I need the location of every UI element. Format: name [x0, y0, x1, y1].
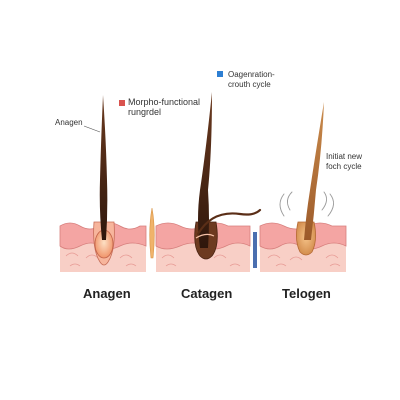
catagen-hair-shaft [198, 92, 212, 248]
catagen-curl [196, 208, 262, 236]
stage-title-anagen: Anagen [83, 286, 131, 301]
divider-bar [253, 232, 257, 268]
anagen-leader-line [83, 125, 101, 133]
legend-morpho-functional: Morpho-functional [128, 97, 201, 107]
telogen-motion-lines [279, 191, 334, 217]
legend-regeneration: Oagenration- [228, 70, 275, 79]
red-square-icon [119, 100, 125, 106]
telogen-hair-shaft [304, 102, 324, 240]
catagen-follicle [194, 92, 262, 260]
anagen-follicle [93, 95, 115, 266]
legend-morpho-line2: rungrdel [128, 107, 162, 117]
anagen-hair-shaft [99, 95, 108, 240]
annotation-new-cycle-line1: Initiat new [326, 152, 363, 161]
stage-title-catagen: Catagen [181, 286, 233, 301]
telogen-follicle [279, 102, 334, 256]
stage-title-telogen: Telogen [282, 286, 331, 301]
divider-flame [149, 207, 155, 259]
legend-regeneration-line2: crouth cycle [228, 80, 271, 89]
annotation-new-cycle-line2: foch cycle [326, 162, 362, 171]
blue-square-icon [217, 71, 223, 77]
annotation-anagen: Anagen [55, 118, 83, 127]
